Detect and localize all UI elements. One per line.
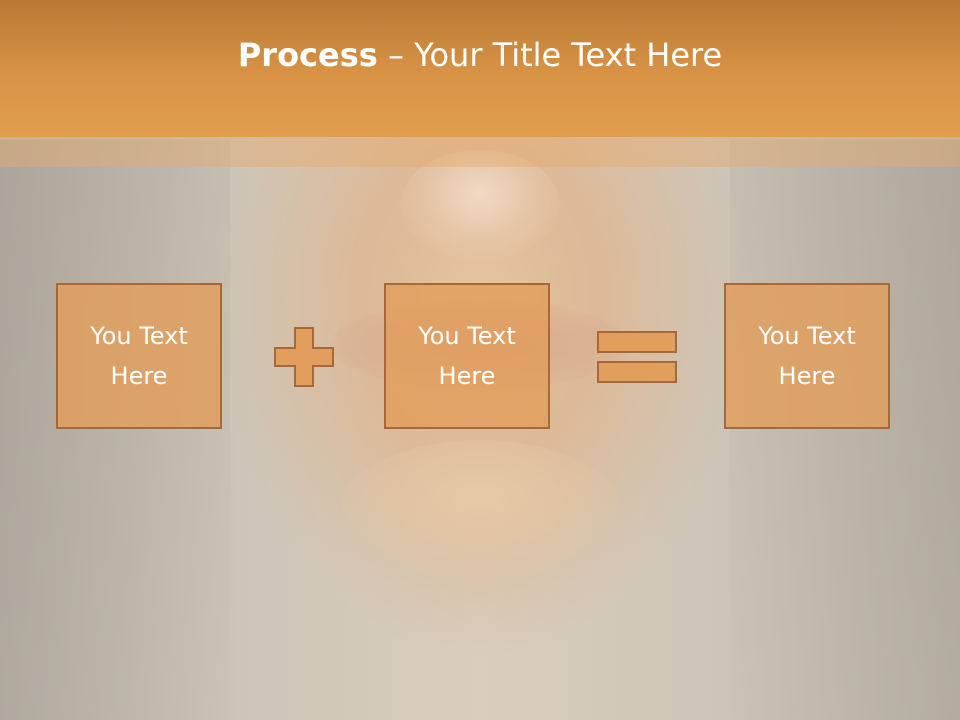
chin	[340, 440, 620, 580]
title-rest: Your Title Text Here	[414, 35, 723, 74]
process-box-3[interactable]: You Text Here	[724, 283, 890, 429]
process-box-3-label: You Text Here	[758, 322, 856, 390]
process-box-2[interactable]: You Text Here	[384, 283, 550, 429]
process-box-2-label: You Text Here	[418, 322, 516, 390]
plus-icon	[274, 327, 334, 387]
hair-right	[730, 140, 960, 720]
slide-title: Process – Your Title Text Here	[238, 36, 722, 74]
process-box-1[interactable]: You Text Here	[56, 283, 222, 429]
equals-icon	[597, 331, 677, 383]
title-banner: Process – Your Title Text Here	[0, 0, 960, 137]
nose	[400, 150, 560, 260]
process-box-1-label: You Text Here	[90, 322, 188, 390]
title-band	[0, 137, 960, 167]
hair-left	[0, 140, 230, 720]
title-separator: –	[377, 35, 415, 74]
title-bold: Process	[237, 35, 378, 74]
